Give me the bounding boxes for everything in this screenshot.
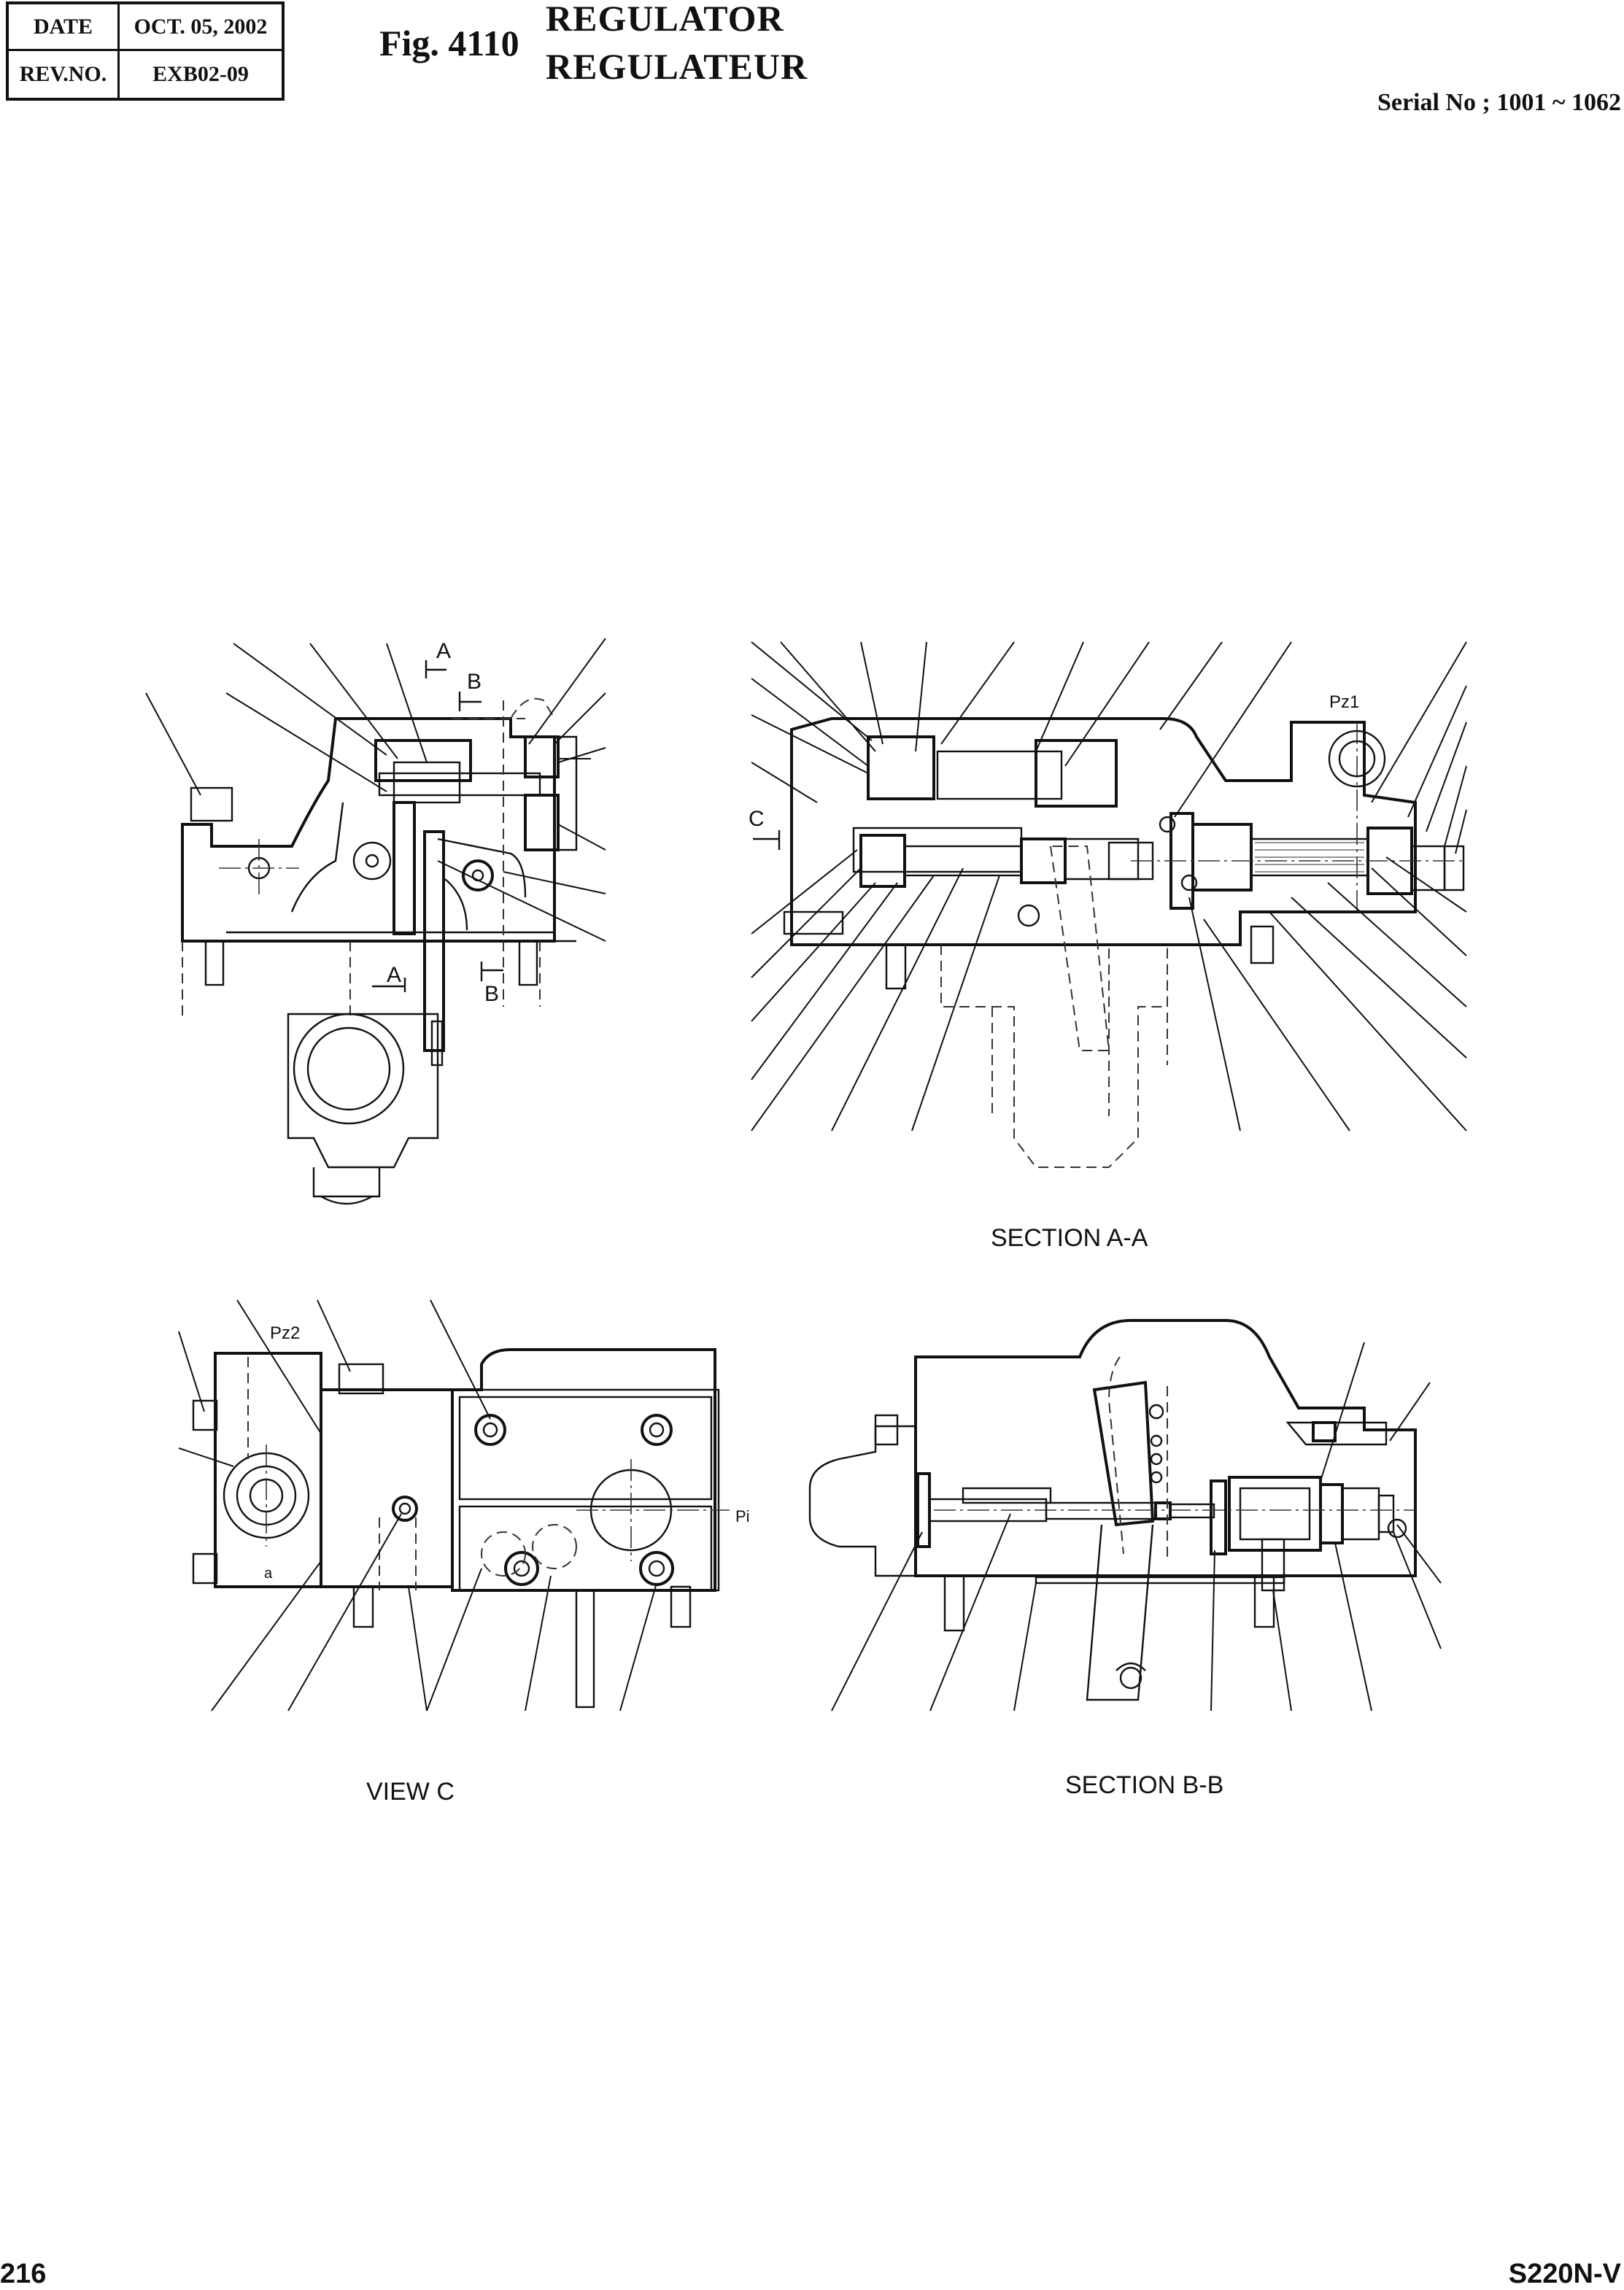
- title-french: REGULATEUR: [546, 46, 808, 87]
- top-left-view: [145, 638, 606, 1205]
- top-left-leaders: [145, 638, 606, 942]
- page-number: 216: [0, 2259, 47, 2289]
- rev-label: REV.NO.: [9, 51, 120, 98]
- model-name: S220N-V: [1508, 2259, 1621, 2289]
- marker-pz2: Pz2: [270, 1323, 300, 1343]
- date-row: DATE OCT. 05, 2002: [9, 4, 282, 51]
- marker-pi: Pi: [735, 1507, 750, 1525]
- section-bb-view: [808, 1319, 1442, 1711]
- title-english: REGULATOR: [546, 0, 784, 39]
- date-value: OCT. 05, 2002: [134, 14, 268, 39]
- rev-row: REV.NO. EXB02-09: [9, 51, 282, 98]
- figure-number: Fig. 4110: [379, 23, 519, 63]
- rev-value: EXB02-09: [152, 62, 249, 86]
- section-aa-view: [751, 641, 1467, 1168]
- serial-range: Serial No ; 1001 ~ 1062: [1377, 89, 1621, 116]
- caption-section-aa: SECTION A-A: [991, 1224, 1148, 1252]
- marker-b-bottom: B: [484, 982, 499, 1006]
- caption-view-c: VIEW C: [366, 1778, 455, 1806]
- marker-small-a: a: [264, 1566, 273, 1582]
- marker-a-top: A: [436, 639, 451, 663]
- section-aa-leaders: [751, 641, 1467, 1132]
- marker-a-bottom: A: [387, 963, 401, 987]
- date-label: DATE: [9, 4, 120, 49]
- view-c: [178, 1299, 730, 1711]
- marker-b-top: B: [467, 670, 482, 694]
- view-c-leaders: [178, 1299, 657, 1711]
- revision-table: DATE OCT. 05, 2002 REV.NO. EXB02-09: [6, 1, 285, 101]
- marker-pz1: Pz1: [1329, 692, 1359, 712]
- section-bb-leaders: [831, 1342, 1442, 1711]
- caption-section-bb: SECTION B-B: [1065, 1771, 1224, 1799]
- marker-c: C: [749, 807, 765, 831]
